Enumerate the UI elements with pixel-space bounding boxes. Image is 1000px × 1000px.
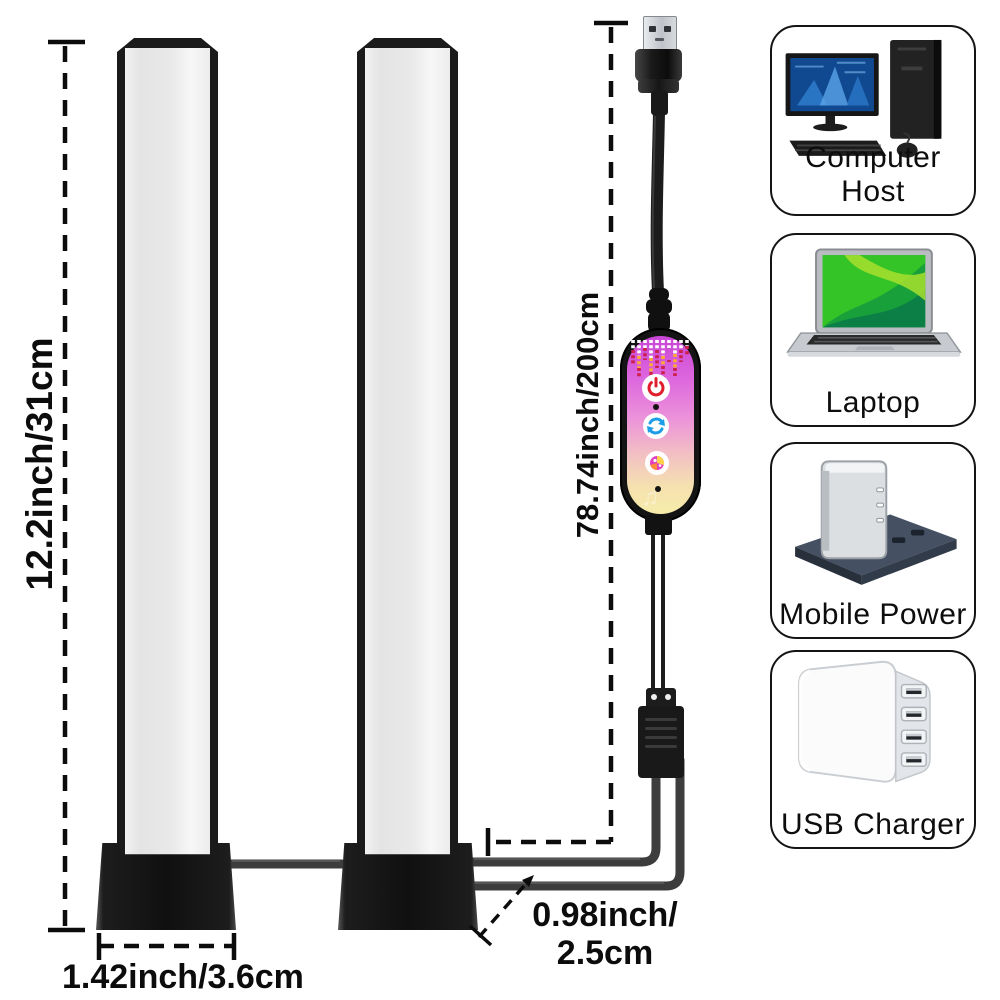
controller-graphics xyxy=(631,340,689,492)
mode-cycle-button[interactable] xyxy=(643,413,669,439)
light-bar-left-diffuser xyxy=(125,48,210,858)
power-source-box-laptop: Laptop xyxy=(770,233,976,427)
cable-gap-label-line1: 0.98inch/ xyxy=(532,896,678,934)
light-bar-right-diffuser xyxy=(365,48,450,858)
indicator-dot xyxy=(653,404,659,410)
usb-plug-icon xyxy=(643,16,677,52)
cable-gap-label-line2: 2.5cm xyxy=(556,934,654,973)
four-pin-connector xyxy=(638,706,684,778)
power-source-label: Laptop xyxy=(825,386,921,419)
power-source-label: USB Charger xyxy=(781,808,965,841)
usb-plug-collar xyxy=(638,79,679,93)
light-bar-left xyxy=(117,38,218,858)
usb-plug-body xyxy=(635,49,682,82)
connector-plug-top xyxy=(646,688,676,708)
indicator-dot xyxy=(655,486,661,492)
power-bank-icon xyxy=(795,460,957,585)
power-source-label: Mobile Power xyxy=(779,598,967,631)
laptop-icon xyxy=(786,248,962,357)
connector-rib xyxy=(645,736,677,739)
color-mode-button[interactable] xyxy=(645,451,669,475)
controller-strain-relief xyxy=(649,288,669,301)
cable-gap-label: 0.98inch/ 2.5cm xyxy=(505,896,705,972)
connector-rib xyxy=(645,718,677,721)
connector-pinhole xyxy=(665,694,671,700)
connector-pinhole xyxy=(651,694,657,700)
connector-rib xyxy=(645,745,677,748)
music-note-icon: ♫ xyxy=(641,484,659,511)
usb-plug-hole xyxy=(649,26,656,32)
controller-strain-relief xyxy=(646,299,672,314)
power-source-label: Computer Host xyxy=(805,141,941,208)
usb-wall-charger-icon xyxy=(797,660,931,783)
light-bar-right xyxy=(357,38,458,858)
power-source-box-mobile-power: Mobile Power xyxy=(770,442,976,639)
connector-rib xyxy=(645,727,677,730)
light-bar-left-base xyxy=(96,843,236,930)
inline-controller: ♫ xyxy=(620,328,701,522)
arrowhead-icon xyxy=(522,875,534,887)
light-bar-right-base xyxy=(338,843,478,930)
controller-strain-relief xyxy=(648,312,670,332)
usb-plug-slot xyxy=(655,38,664,41)
power-button[interactable] xyxy=(642,374,670,402)
controller-tail xyxy=(645,515,672,535)
usb-plug-hole xyxy=(664,26,671,32)
base-width-label: 1.42inch/3.6cm xyxy=(62,958,304,996)
usb-plug-neck xyxy=(651,91,668,115)
desktop-computer-icon xyxy=(785,39,942,158)
power-source-box-computer-host: Computer Host xyxy=(770,25,976,216)
power-source-box-usb-charger: USB Charger xyxy=(770,650,976,849)
